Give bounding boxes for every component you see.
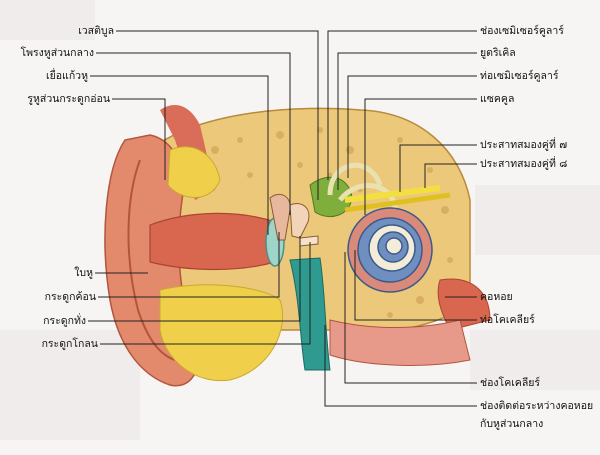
label-eustachian-tube-1: ช่องติดต่อระหว่างคอหอย (480, 400, 594, 412)
leader-saccule (364, 98, 477, 215)
leader-malleus (98, 232, 280, 298)
label-eardrum: เยื่อแก้วหู (46, 70, 88, 82)
leader-vestibule (116, 30, 319, 200)
cranial-nerve-8-shape (344, 192, 451, 213)
label-utricle: ยูตริเคิล (480, 47, 516, 59)
leader-nerve-8 (424, 163, 477, 188)
auricle-fold (127, 159, 176, 361)
cochlea (347, 207, 433, 293)
label-cochlear-space: ช่องโคเคลียร์ (480, 377, 541, 389)
label-pharynx: คอหอย (480, 291, 513, 303)
label-incus: กระดูกทั่ง (43, 315, 86, 327)
label-semicircular-duct: ท่อเซมิเซอร์คูลาร์ (480, 70, 559, 82)
leader-eardrum (90, 75, 269, 235)
label-cochlear-duct: ท่อโคเคลียร์ (480, 314, 535, 326)
background-text-block (475, 185, 600, 255)
leader-incus (88, 236, 301, 322)
pharynx-shape (437, 278, 491, 331)
stapes-shape (299, 235, 319, 247)
incus-shape (289, 203, 310, 239)
fat-tissue-lower (159, 284, 284, 382)
label-saccule: แซคคูล (480, 93, 515, 105)
leader-eustachian (324, 325, 477, 407)
label-cranial-nerve-7: ประสาทสมองคู่ที่ ๗ (480, 139, 568, 151)
leader-lines (88, 30, 477, 407)
background-text-block (0, 0, 95, 40)
label-middle-ear-cavity: โพรงหูส่วนกลาง (20, 47, 94, 59)
ear-canal (149, 212, 276, 271)
cranial-nerve-7-shape (344, 185, 441, 203)
leader-cochlear-space (344, 252, 477, 384)
label-auricle: ใบหู (74, 267, 93, 279)
lower-tissue (329, 319, 471, 366)
label-cartilage-ear-canal: รูหูส่วนกระดูกอ่อน (27, 93, 110, 105)
leader-cochlear-duct (354, 250, 477, 321)
background-text-block (0, 330, 140, 440)
label-vestibule: เวสติบูล (78, 25, 114, 37)
leader-nerve-7 (399, 144, 477, 192)
fat-tissue-upper (167, 146, 221, 198)
malleus-shape (269, 194, 291, 241)
leader-semicircular-duct (347, 75, 477, 178)
label-stapes: กระดูกโกลน (41, 338, 98, 350)
label-cranial-nerve-8: ประสาทสมองคู่ที่ ๘ (480, 158, 568, 170)
label-semicircular-space: ช่องเซมิเซอร์คูลาร์ (480, 25, 564, 37)
label-malleus: กระดูกค้อน (44, 291, 96, 303)
leader-middle-ear (96, 52, 291, 215)
leader-cartilage (112, 98, 166, 180)
background-text-block (470, 330, 600, 390)
label-eustachian-tube-2: กับหูส่วนกลาง (480, 418, 544, 430)
leader-utricle (337, 52, 477, 190)
leader-semicircular-space (327, 30, 477, 180)
leader-stapes (100, 242, 311, 345)
